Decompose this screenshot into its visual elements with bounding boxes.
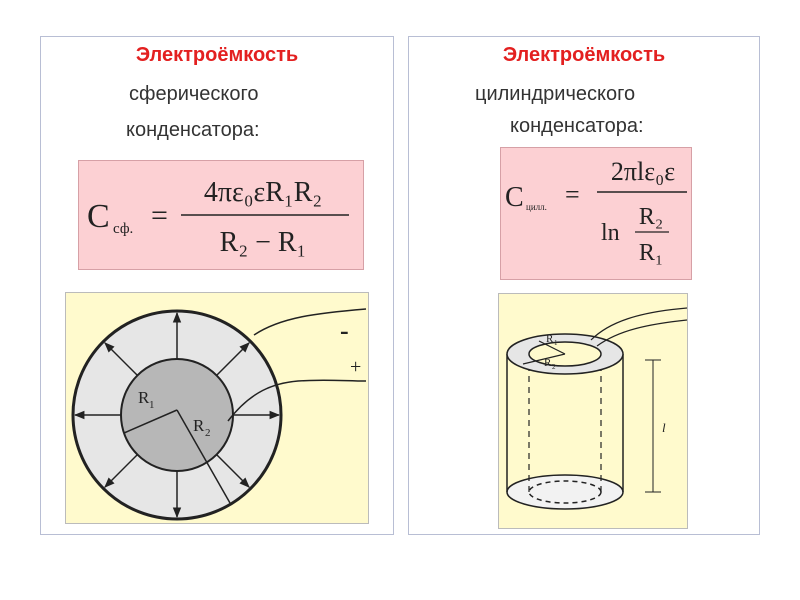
label-r2: R	[544, 357, 552, 369]
radius-r1-line	[123, 409, 178, 434]
formula-equals: =	[151, 199, 168, 232]
formula-ratio-numerator: R₂	[639, 204, 663, 230]
formula-ratio-denominator: R₁	[639, 240, 663, 266]
formula-denominator: R₂ − R₁	[220, 227, 307, 258]
minus-terminal: -	[340, 316, 349, 345]
formula-lhs: C	[505, 182, 524, 213]
cylindrical-subtitle-line2: конденсатора:	[510, 115, 644, 137]
field-arrows	[73, 311, 281, 519]
outer-lead-wire	[596, 319, 687, 347]
radius-r2-line	[176, 409, 231, 504]
outer-cylinder-bottom	[506, 474, 624, 510]
inner-lead-wire	[227, 379, 367, 422]
label-r1: R	[138, 388, 150, 407]
formula-ln: ln	[601, 220, 620, 246]
label-r1-subscript: 1	[149, 399, 155, 411]
label-length: l	[662, 420, 666, 435]
formula-equals: =	[565, 180, 580, 209]
cylindrical-subtitle-line1: цилиндрического	[475, 83, 636, 105]
spherical-subtitle-line2: конденсатора:	[126, 119, 260, 141]
label-r2-subscript: 2	[552, 363, 556, 371]
formula-numerator: 2πlε₀ε	[611, 157, 675, 186]
spherical-capacitor-panel: Электроёмкость сферического конденсатора…	[40, 36, 394, 535]
label-r1: R	[546, 333, 554, 345]
spherical-capacitor-figure: R 1 R 2 - +	[65, 292, 369, 524]
cylindrical-capacitance-formula: C цилл. = 2πlε₀ε ln R₂ R₁	[500, 147, 692, 280]
label-r2-subscript: 2	[205, 427, 211, 439]
inner-lead-wire	[590, 307, 687, 341]
radius-r2-line	[522, 353, 566, 365]
label-r2: R	[193, 416, 205, 435]
cylindrical-title: Электроёмкость	[502, 44, 666, 66]
spherical-capacitance-formula: C сф. = 4πε₀εR₁R₂ R₂ − R₁	[78, 160, 364, 270]
formula-lhs-subscript: цилл.	[526, 202, 547, 212]
label-r1-subscript: 1	[554, 339, 558, 347]
plus-terminal: +	[350, 356, 361, 378]
formula-lhs: C	[87, 198, 110, 235]
radius-r1-line	[538, 340, 566, 355]
spherical-title: Электроёмкость	[135, 44, 299, 66]
cylindrical-capacitor-panel: Электроёмкость цилиндрического конденсат…	[408, 36, 760, 535]
formula-lhs-subscript: сф.	[113, 221, 133, 237]
outer-lead-wire	[253, 308, 367, 336]
formula-numerator: 4πε₀εR₁R₂	[204, 177, 322, 208]
cylindrical-capacitor-figure: R 1 R 2 l	[498, 293, 688, 529]
inner-sphere	[120, 358, 234, 472]
spherical-subtitle-line1: сферического	[129, 83, 259, 105]
